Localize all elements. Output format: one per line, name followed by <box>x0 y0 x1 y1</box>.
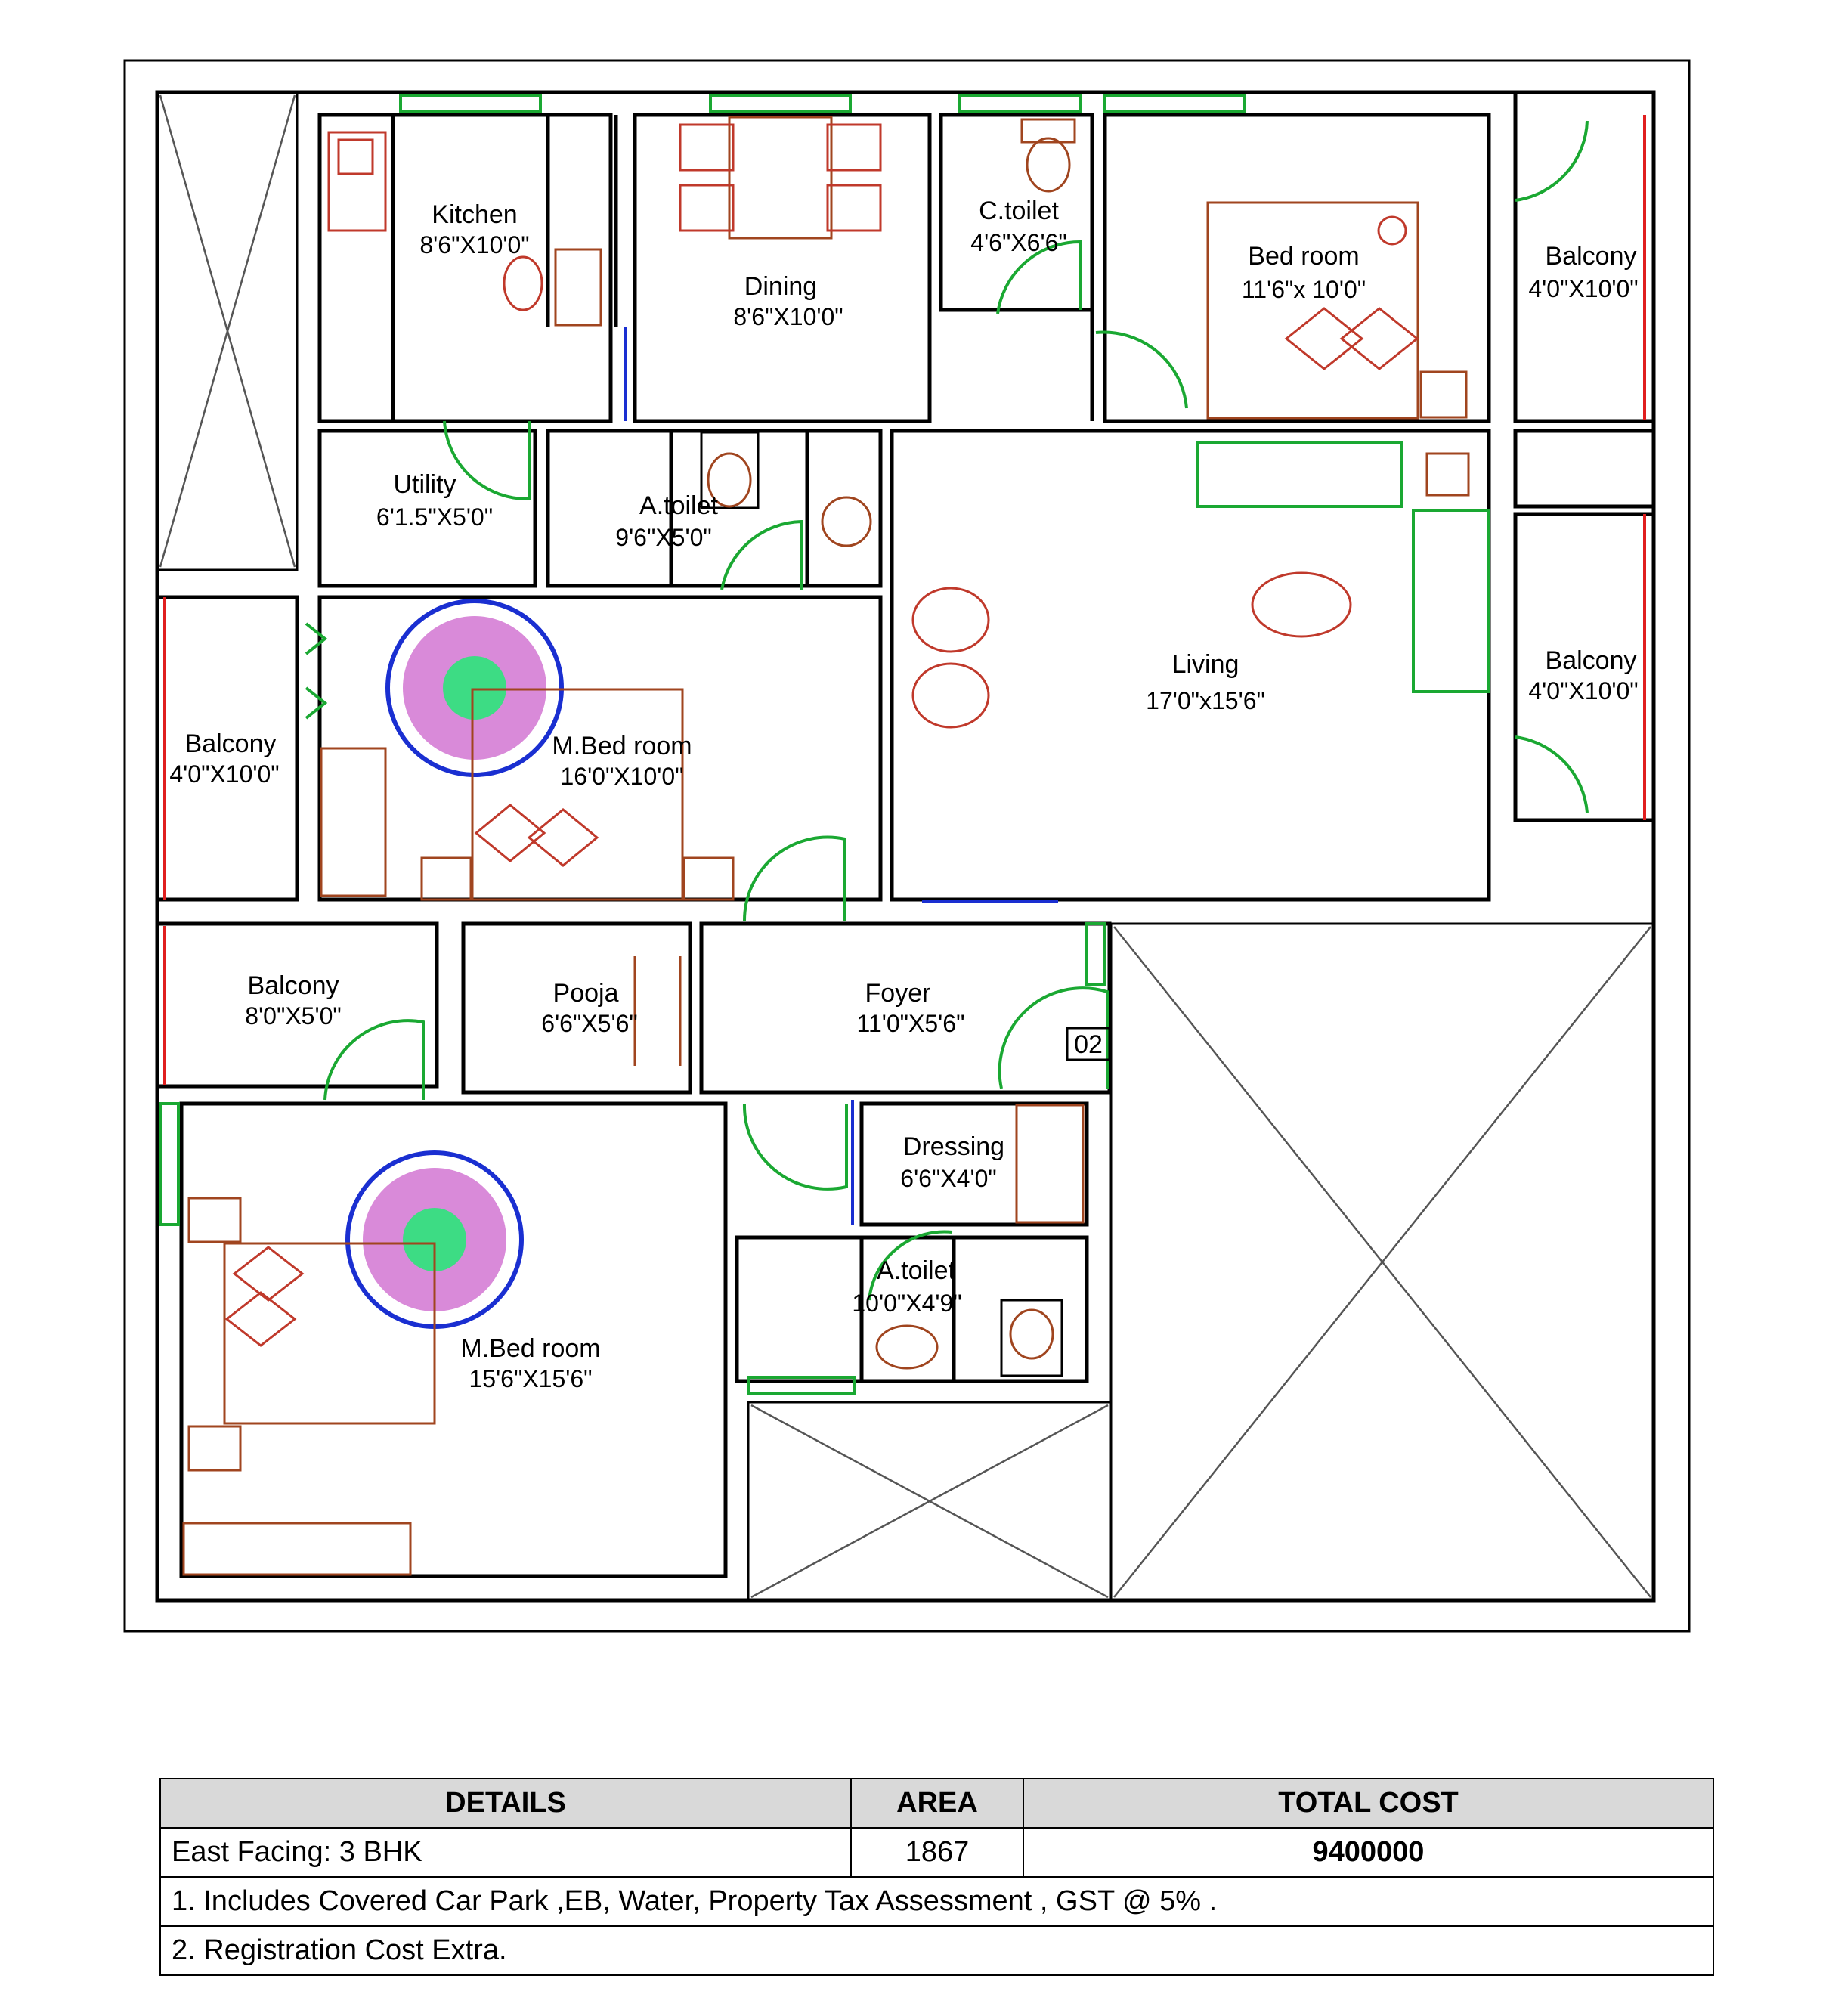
header-area: AREA <box>850 1778 1024 1829</box>
note-2: 2. Registration Cost Extra. <box>159 1925 1714 1976</box>
room-name-dressing: Dressing <box>903 1132 1004 1161</box>
open-area-bottom <box>747 1401 1113 1602</box>
door-tag: 02 <box>1074 1030 1103 1059</box>
room-name-living: Living <box>1172 650 1239 679</box>
door-tag-box <box>1066 1027 1111 1061</box>
room-dims-dining: 8'6"X10'0" <box>733 303 843 330</box>
room-name-bed-room: Bed room <box>1248 242 1359 271</box>
note-1: 1. Includes Covered Car Park ,EB, Water,… <box>159 1876 1714 1927</box>
room-name-balcony-mid-right: Balcony <box>1546 646 1637 675</box>
room-name-balcony-top-right: Balcony <box>1546 242 1637 271</box>
room-dims-master-bed-1: 16'0"X10'0" <box>560 763 683 790</box>
outer-frame <box>123 59 1691 1633</box>
room-dims-a-toilet-top: 9'6"X5'0" <box>615 524 711 551</box>
room-labels: Kitchen 8'6"X10'0" Dining 8'6"X10'0" C.t… <box>169 197 1638 1392</box>
building-outline <box>155 90 1656 1603</box>
table-header-row: DETAILS AREA TOTAL COST <box>159 1778 1715 1829</box>
room-dims-balcony-left: 4'0"X10'0" <box>169 760 279 788</box>
glass-partitions <box>624 327 1058 1225</box>
room-dims-a-toilet-bottom: 10'0"X4'9" <box>852 1290 961 1317</box>
room-name-kitchen: Kitchen <box>432 200 517 229</box>
room-dims-balcony-8x5: 8'0"X5'0" <box>245 1002 341 1030</box>
cell-total-cost: 9400000 <box>1022 1827 1715 1878</box>
room-name-utility: Utility <box>393 470 456 499</box>
cell-details: East Facing: 3 BHK <box>159 1827 853 1878</box>
room-dims-bed-room: 11'6"x 10'0" <box>1242 276 1366 303</box>
open-area-right <box>1109 922 1655 1602</box>
room-name-pooja: Pooja <box>553 979 619 1008</box>
floor-plan: 02 Kitchen 8'6"X10'0" Dining 8'6"X10'0" … <box>123 59 1691 1633</box>
room-dims-utility: 6'1.5"X5'0" <box>376 503 493 531</box>
header-total-cost: TOTAL COST <box>1022 1778 1715 1829</box>
note-row: 2. Registration Cost Extra. <box>159 1925 1714 1976</box>
room-name-foyer: Foyer <box>865 979 931 1008</box>
room-name-c-toilet: C.toilet <box>979 197 1059 225</box>
cell-area: 1867 <box>850 1827 1024 1878</box>
details-table: DETAILS AREA TOTAL COST East Facing: 3 B… <box>159 1778 1715 1976</box>
room-name-balcony-left: Balcony <box>185 729 277 758</box>
room-name-master-bed-2: M.Bed room <box>460 1334 600 1363</box>
room-dims-master-bed-2: 15'6"X15'6" <box>469 1365 592 1392</box>
railings <box>163 115 1646 1085</box>
table-row: East Facing: 3 BHK 1867 9400000 <box>159 1827 1715 1878</box>
room-name-dining: Dining <box>744 272 817 301</box>
internal-walls <box>155 90 1656 1578</box>
room-dims-balcony-mid-right: 4'0"X10'0" <box>1528 677 1638 705</box>
room-dims-pooja: 6'6"X5'6" <box>541 1010 637 1037</box>
room-name-a-toilet-bottom: A.toilet <box>877 1256 955 1285</box>
door-swings <box>305 120 1589 1301</box>
room-dims-c-toilet: 4'6"X6'6" <box>970 229 1066 256</box>
room-dims-balcony-top-right: 4'0"X10'0" <box>1528 275 1638 302</box>
room-name-a-toilet-top: A.toilet <box>639 491 718 520</box>
room-dims-living: 17'0"x15'6" <box>1146 687 1265 714</box>
windows <box>159 94 1246 1395</box>
note-row: 1. Includes Covered Car Park ,EB, Water,… <box>159 1876 1714 1927</box>
room-name-master-bed-1: M.Bed room <box>552 732 692 760</box>
header-details: DETAILS <box>159 1778 853 1829</box>
room-dims-kitchen: 8'6"X10'0" <box>419 231 529 259</box>
room-name-balcony-8x5: Balcony <box>248 971 339 1000</box>
duct-left <box>156 91 299 571</box>
furniture <box>182 116 1490 1576</box>
room-dims-dressing: 6'6"X4'0" <box>900 1165 996 1192</box>
room-dims-foyer: 11'0"X5'6" <box>857 1010 965 1037</box>
